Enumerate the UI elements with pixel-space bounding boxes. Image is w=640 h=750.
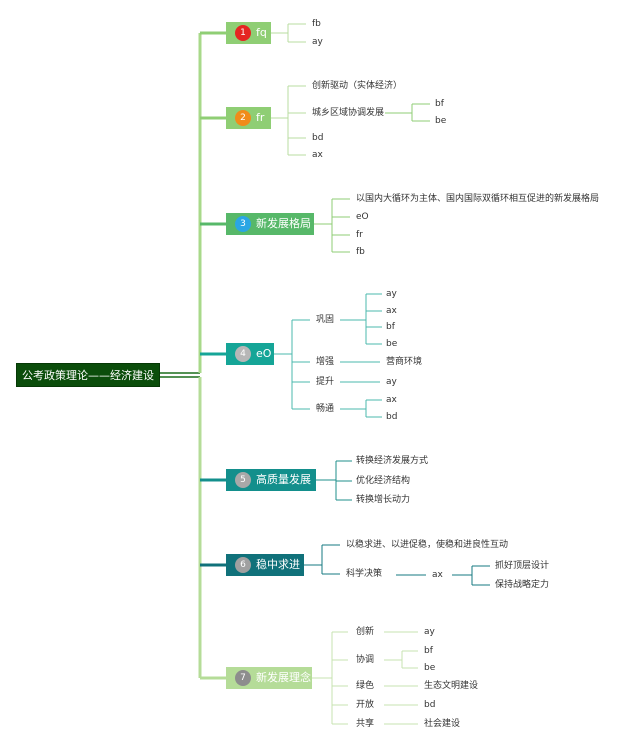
leaf-label: be: [386, 339, 398, 349]
leaf-label: bf: [424, 646, 433, 656]
number-badge: 4: [235, 346, 251, 362]
leaf-label: 增强: [316, 357, 335, 367]
leaf-label: ay: [424, 627, 435, 637]
leaf-label: 以国内大循环为主体、国内国际双循环相互促进的新发展格局: [356, 194, 600, 204]
leaf-label: 创新: [356, 627, 375, 637]
branch-label: 新发展理念: [256, 671, 311, 684]
leaf-label: ax: [432, 570, 443, 580]
number-badge: 5: [235, 472, 251, 488]
number-badge: 2: [235, 110, 251, 126]
number-badge: 6: [235, 557, 251, 573]
leaf-label: 营商环境: [386, 357, 423, 367]
number-badge: 3: [235, 216, 251, 232]
branch-label: fq: [256, 26, 267, 39]
leaf-label: be: [435, 116, 447, 126]
leaf-label: fr: [356, 230, 363, 240]
leaf-label: 转换经济发展方式: [356, 456, 429, 466]
leaf-label: bf: [435, 99, 444, 109]
leaf-label: 巩固: [316, 315, 335, 325]
leaf-label: 提升: [316, 377, 335, 387]
leaf-label: 社会建设: [424, 719, 461, 729]
leaf-label: 共享: [356, 719, 375, 729]
branch-node-5: 5 高质量发展: [226, 469, 316, 491]
leaf-label: ay: [312, 37, 323, 47]
leaf-label: 绿色: [356, 681, 375, 691]
leaf-label: ax: [386, 395, 397, 405]
leaf-label: 科学决策: [346, 569, 383, 579]
leaf-label: be: [424, 663, 436, 673]
branch-label: fr: [256, 111, 265, 124]
leaf-label: bd: [312, 133, 324, 143]
leaf-label: ay: [386, 289, 397, 299]
branch-node-3: 3 新发展格局: [226, 213, 314, 235]
leaf-label: 畅通: [316, 404, 335, 414]
branch-label: 新发展格局: [256, 217, 311, 230]
branch-label: eO: [256, 347, 272, 360]
number-badge: 1: [235, 25, 251, 41]
leaf-label: fb: [312, 19, 321, 29]
leaf-label: 开放: [356, 700, 375, 710]
branch-node-4: 4 eO: [226, 343, 274, 365]
leaf-label: 创新驱动（实体经济）: [312, 81, 403, 91]
leaf-label: 优化经济结构: [356, 476, 411, 486]
leaf-label: ax: [312, 150, 323, 160]
leaf-label: ay: [386, 377, 397, 387]
root-node: 公考政策理论——经济建设: [16, 363, 160, 387]
number-badge: 7: [235, 670, 251, 686]
leaf-label: 以稳求进、以进促稳，使稳和进良性互动: [346, 540, 509, 550]
leaf-label: 协调: [356, 655, 375, 665]
leaf-label: ax: [386, 306, 397, 316]
branch-node-6: 6 稳中求进: [226, 554, 304, 576]
leaf-label: eO: [356, 212, 369, 222]
leaf-label: bd: [386, 412, 398, 422]
leaf-label: 城乡区域协调发展: [312, 108, 385, 118]
leaf-label: fb: [356, 247, 365, 257]
leaf-label: bf: [386, 322, 395, 332]
leaf-label: 转换增长动力: [356, 495, 411, 505]
branch-label: 高质量发展: [256, 473, 311, 486]
branch-node-1: 1 fq: [226, 22, 271, 44]
leaf-label: 保持战略定力: [495, 580, 550, 590]
branch-label: 稳中求进: [256, 558, 300, 571]
branch-node-2: 2 fr: [226, 107, 271, 129]
leaf-label: bd: [424, 700, 436, 710]
leaf-label: 抓好顶层设计: [495, 561, 550, 571]
leaf-label: 生态文明建设: [424, 681, 479, 691]
branch-node-7: 7 新发展理念: [226, 667, 312, 689]
